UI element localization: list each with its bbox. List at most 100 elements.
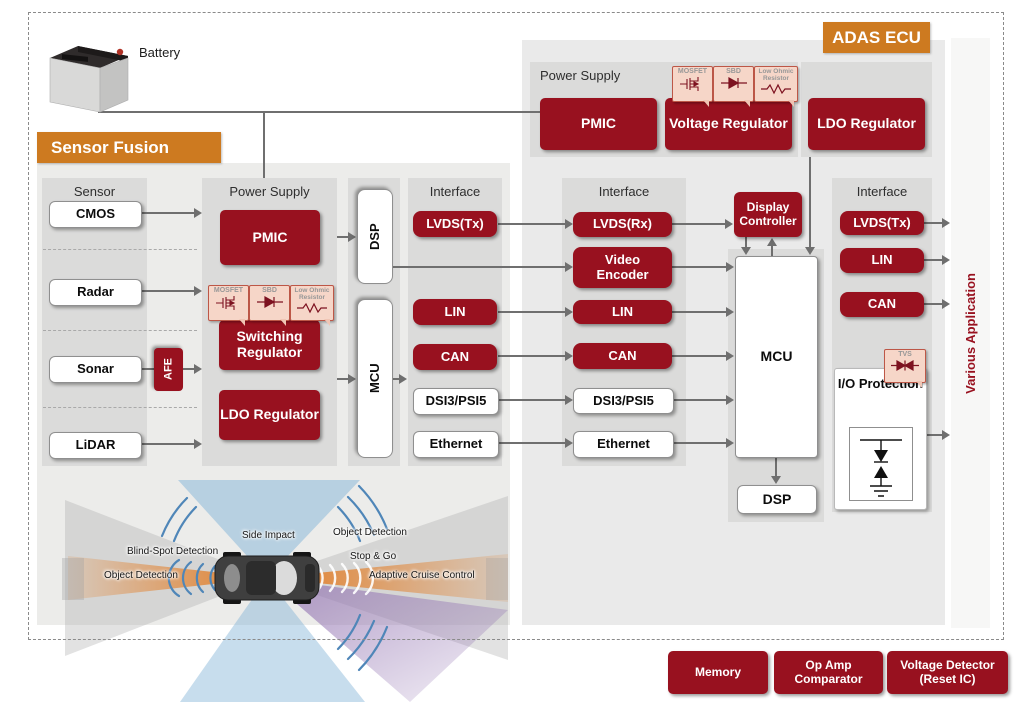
tvs-label: TVS	[898, 351, 912, 358]
sensor-column-title: Sensor	[73, 184, 116, 199]
display-controller-box: Display Controller	[734, 192, 802, 237]
connector	[924, 303, 943, 305]
arrowhead	[726, 395, 734, 405]
connector	[498, 223, 566, 225]
resistor-icon	[297, 302, 327, 314]
low-ohmic-resistor-label: Low Ohmic Resistor	[294, 287, 330, 302]
sbd-icon	[256, 295, 283, 308]
connector	[498, 399, 566, 401]
memory-box: Memory	[668, 651, 768, 694]
connector	[672, 355, 727, 357]
connector	[672, 311, 727, 313]
sensor-fusion-header: Sensor Fusion	[37, 132, 221, 163]
adas-lvds-tx-out-box: LVDS(Tx)	[840, 211, 924, 235]
adas-resistor-callout: Low Ohmic Resistor	[754, 66, 798, 107]
sf-mosfet-callout: MOSFET	[208, 285, 249, 326]
divider	[43, 330, 197, 331]
car-image	[214, 552, 320, 604]
adas-can-box: CAN	[573, 343, 672, 369]
various-application-bar: Various Application	[951, 38, 990, 628]
sf-mcu-box: MCU	[357, 299, 393, 458]
adas-out-interface-title: Interface	[856, 184, 908, 199]
sf-ethernet-box: Ethernet	[413, 431, 499, 458]
connector	[140, 443, 195, 445]
connector	[498, 355, 566, 357]
arrowhead	[942, 430, 950, 440]
sf-resistor-callout: Low Ohmic Resistor	[290, 285, 334, 326]
connector	[809, 157, 811, 248]
adas-sbd-callout: SBD	[713, 66, 754, 107]
connector	[498, 442, 566, 444]
connector	[925, 434, 943, 436]
arrowhead	[399, 374, 407, 384]
sf-lvds-tx-box: LVDS(Tx)	[413, 211, 497, 237]
sf-switching-regulator-box: Switching Regulator	[219, 320, 320, 370]
arrowhead	[565, 395, 573, 405]
arrowhead	[348, 374, 356, 384]
adas-pmic-box: PMIC	[540, 98, 657, 150]
voltage-detector-box: Voltage Detector (Reset IC)	[887, 651, 1008, 694]
connector	[337, 236, 349, 238]
sf-sbd-callout: SBD	[249, 285, 290, 326]
sf-dsi3-psi5-box: DSI3/PSI5	[413, 388, 499, 415]
sbd-icon	[720, 76, 747, 89]
arrowhead	[942, 255, 950, 265]
arrowhead	[942, 299, 950, 309]
arrowhead	[194, 439, 202, 449]
tvs-icon	[891, 359, 919, 371]
afe-box: AFE	[154, 348, 183, 391]
adas-can-out-box: CAN	[840, 292, 924, 317]
sf-can-box: CAN	[413, 344, 497, 370]
arrowhead	[726, 438, 734, 448]
arrowhead	[348, 232, 356, 242]
side-impact-label: Side Impact	[242, 530, 295, 541]
object-detection-right-label: Object Detection	[333, 527, 407, 538]
sbd-label: SBD	[726, 68, 741, 75]
connector	[391, 266, 566, 268]
adaptive-cruise-label: Adaptive Cruise Control	[369, 570, 475, 581]
driving-scene	[62, 480, 508, 702]
connector	[263, 111, 265, 178]
connector	[140, 368, 154, 370]
sbd-label: SBD	[262, 287, 277, 294]
arrowhead	[565, 351, 573, 361]
arrowhead	[565, 307, 573, 317]
tvs-callout: TVS	[884, 349, 926, 388]
connector	[672, 266, 727, 268]
arrowhead	[725, 219, 733, 229]
mosfet-label: MOSFET	[213, 287, 244, 294]
arrowhead	[942, 218, 950, 228]
connector	[771, 245, 773, 256]
adas-lvds-rx-box: LVDS(Rx)	[573, 212, 672, 237]
battery-image	[49, 46, 129, 113]
adas-voltage-regulator-box: Voltage Regulator	[665, 98, 792, 150]
arrowhead	[771, 476, 781, 484]
adas-dsp-box: DSP	[737, 485, 817, 514]
sonar-wave-arcs	[160, 484, 389, 672]
arrowhead	[726, 262, 734, 272]
clamp-diode-icon	[860, 439, 902, 497]
lidar-box: LiDAR	[49, 432, 142, 459]
adas-interface-title: Interface	[598, 184, 650, 199]
adas-lin-out-box: LIN	[840, 248, 924, 273]
connector	[140, 212, 195, 214]
arrowhead	[726, 307, 734, 317]
clamp-diode-cell	[849, 427, 913, 501]
adas-dsi3-psi5-box: DSI3/PSI5	[573, 388, 674, 414]
connector	[98, 111, 540, 113]
adas-ecu-header: ADAS ECU	[823, 22, 930, 53]
connector	[672, 223, 726, 225]
adas-ethernet-box: Ethernet	[573, 431, 674, 458]
mosfet-icon	[679, 76, 699, 91]
sf-pmic-box: PMIC	[220, 210, 320, 265]
connector	[337, 378, 349, 380]
connector	[498, 311, 566, 313]
sonar-box: Sonar	[49, 356, 142, 383]
detection-cones	[62, 480, 508, 702]
sf-power-supply-title: Power Supply	[229, 184, 310, 199]
connector	[924, 259, 943, 261]
object-detection-left-label: Object Detection	[104, 570, 178, 581]
sf-interface-title: Interface	[429, 184, 481, 199]
connector	[391, 378, 400, 380]
